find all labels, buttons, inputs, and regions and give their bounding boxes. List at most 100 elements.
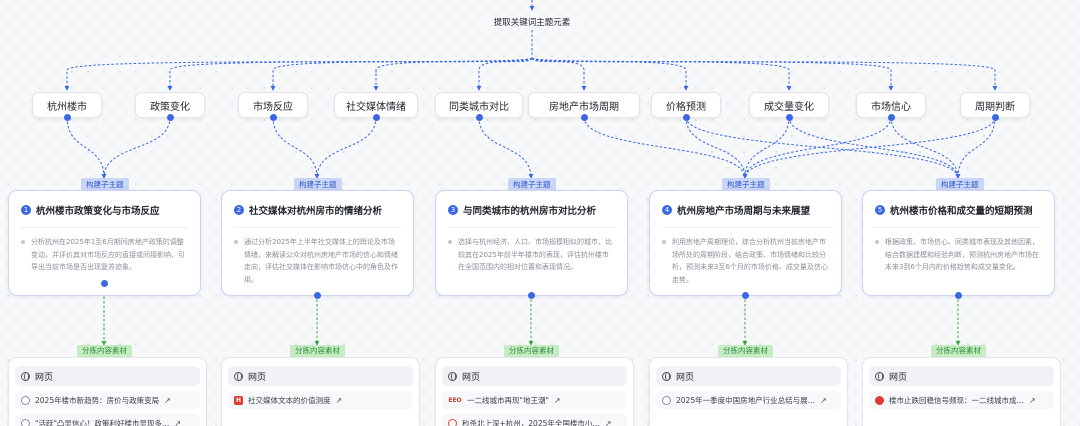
- globe-icon: [662, 395, 671, 405]
- keyword-anchor-dot: [270, 114, 277, 121]
- topic-description: 选择与杭州经济、人口、市场规模相似的城市，比较其在2025年前半年楼市的表现，评…: [458, 238, 612, 271]
- keyword-to-topic-edge: [101, 116, 171, 179]
- keyword-to-topic-edge: [685, 116, 748, 179]
- keyword-node[interactable]: 政策变化: [135, 92, 205, 118]
- topic-number-badge: 4: [662, 205, 672, 215]
- keyword-node[interactable]: 市场反应: [238, 92, 308, 118]
- keyword-node[interactable]: 市场信心: [856, 92, 926, 118]
- topic-tag: 构建子主题: [722, 178, 770, 191]
- red-logo-icon: [875, 395, 884, 405]
- card-divider: [234, 227, 401, 228]
- source-link[interactable]: "活跃"凸显信心！政策利好楼市显现多… ↗: [15, 414, 200, 426]
- keyword-label: 房地产市场周期: [549, 101, 619, 113]
- keyword-to-topic-edge: [583, 116, 748, 179]
- keyword-to-topic-edge: [955, 116, 996, 179]
- keyword-to-topic-edge: [685, 116, 961, 179]
- topic-title: 社交媒体对杭州房市的情绪分析: [249, 206, 383, 217]
- topic-description: 通过分析2025年上半年社交媒体上的舆论及市场情绪，来解读公众对杭州房地产市场的…: [244, 238, 398, 284]
- keyword-edge: [373, 57, 533, 91]
- keyword-node[interactable]: 社交媒体情绪: [334, 92, 418, 118]
- keyword-to-topic-edge: [66, 116, 107, 179]
- keyword-anchor-dot: [888, 114, 895, 121]
- source-card: 网页 2025年楼市新趋势：房价与政策变局↗ "活跃"凸显信心！政策利好楼市显现…: [8, 357, 207, 426]
- globe-icon: [448, 371, 457, 381]
- h-logo-icon: H: [234, 395, 243, 405]
- keyword-to-topic-edge: [314, 116, 377, 179]
- globe-icon: [875, 371, 884, 381]
- topic-tag: 构建子主题: [508, 178, 556, 191]
- keyword-anchor-dot: [167, 114, 174, 121]
- external-link-icon[interactable]: ↗: [820, 395, 827, 405]
- card-divider: [662, 227, 829, 228]
- source-tag: 分拣内容素材: [931, 345, 986, 357]
- source-header[interactable]: 网页: [442, 366, 627, 386]
- keyword-edge: [531, 57, 998, 91]
- source-link[interactable]: 2025年楼市新趋势：房价与政策变局↗: [15, 391, 200, 409]
- root-node-label: 提取关键词主题元素: [480, 14, 584, 30]
- source-link[interactable]: 秒杀北上深+杭州，2025年全国楼市小…↗: [442, 414, 627, 426]
- bullet-dot: [448, 240, 452, 244]
- keyword-edge: [167, 57, 533, 91]
- keyword-node[interactable]: 价格预测: [651, 92, 721, 118]
- bullet-dot: [21, 240, 25, 244]
- keyword-label: 政策变化: [150, 101, 190, 113]
- source-tag: 分拣内容素材: [504, 345, 559, 357]
- keyword-anchor-dot: [476, 114, 483, 121]
- eeo-logo-icon: EEO: [448, 396, 462, 404]
- keyword-label: 市场反应: [253, 101, 293, 113]
- keyword-to-topic-edge: [742, 116, 892, 179]
- source-card: 网页 2025年一季度中国房地产行业总结与展…↗: [649, 357, 848, 426]
- keyword-anchor-dot: [786, 114, 793, 121]
- external-link-icon[interactable]: ↗: [604, 418, 612, 426]
- source-link[interactable]: 楼市止跌回稳信号频现：一二线城市成…↗: [869, 391, 1054, 409]
- card-anchor-dot: [528, 292, 535, 299]
- source-link-text: 一二线城市再现"地王潮": [467, 395, 549, 405]
- keyword-to-topic-edge: [788, 116, 961, 179]
- external-link-icon[interactable]: ↗: [1029, 395, 1036, 405]
- keyword-node[interactable]: 同类城市对比: [435, 92, 523, 118]
- keyword-anchor-dot: [992, 114, 999, 121]
- source-header[interactable]: 网页: [869, 366, 1054, 386]
- globe-icon: [21, 371, 30, 381]
- keyword-node[interactable]: 成交量变化: [749, 92, 829, 118]
- card-divider: [448, 227, 615, 228]
- keyword-anchor-dot: [683, 114, 690, 121]
- source-header-label: 网页: [462, 372, 481, 383]
- external-link-icon[interactable]: ↗: [174, 418, 182, 426]
- external-link-icon[interactable]: ↗: [553, 395, 561, 405]
- topic-title: 杭州楼市价格和成交量的短期预测: [890, 206, 1033, 217]
- card-divider: [21, 227, 188, 228]
- keyword-to-topic-edge: [478, 116, 534, 179]
- card-anchor-dot: [101, 280, 108, 287]
- source-header[interactable]: 网页: [656, 366, 841, 386]
- keyword-node[interactable]: 房地产市场周期: [528, 92, 640, 118]
- bullet-dot: [234, 240, 238, 244]
- card-anchor-dot: [955, 292, 962, 299]
- source-link[interactable]: EEO 一二线城市再现"地王潮" ↗: [442, 391, 627, 409]
- topic-tag: 构建子主题: [81, 178, 129, 191]
- keyword-anchor-dot: [581, 114, 588, 121]
- keyword-node[interactable]: 周期判断: [960, 92, 1030, 118]
- keyword-label: 价格预测: [666, 101, 706, 113]
- source-header-label: 网页: [248, 372, 267, 383]
- topic-number-badge: 3: [448, 205, 458, 215]
- source-header[interactable]: 网页: [228, 366, 413, 386]
- source-link[interactable]: 2025年一季度中国房地产行业总结与展…↗: [656, 391, 841, 409]
- source-header-label: 网页: [889, 372, 908, 383]
- external-link-icon[interactable]: ↗: [164, 395, 171, 405]
- card-anchor-dot: [314, 292, 321, 299]
- topic-description: 分析杭州在2025年1至6月期间房地产政策的调整变动，并评价其对市场反应的直接或…: [31, 238, 185, 271]
- keyword-label: 周期判断: [975, 101, 1015, 113]
- external-link-icon[interactable]: ↗: [335, 395, 343, 405]
- source-link-text: "活跃"凸显信心！政策利好楼市显现多…: [35, 418, 170, 426]
- source-header[interactable]: 网页: [15, 366, 200, 386]
- keyword-anchor-dot: [64, 114, 71, 121]
- keyword-edge: [531, 57, 587, 91]
- card-divider: [875, 227, 1042, 228]
